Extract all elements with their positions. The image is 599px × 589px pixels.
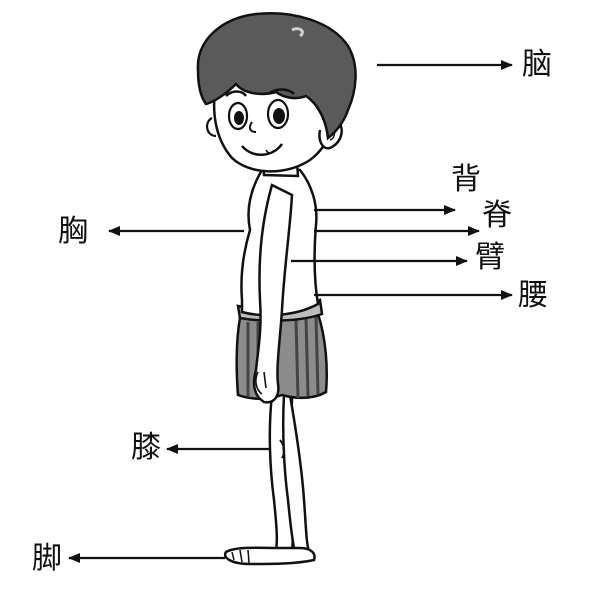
hair <box>196 12 357 141</box>
smile <box>241 143 284 156</box>
label-spine: 脊 <box>482 198 512 233</box>
label-back: 背 <box>451 162 481 197</box>
arrows <box>68 60 513 563</box>
arm <box>252 183 294 404</box>
feet <box>223 546 316 566</box>
label-foot: 脚 <box>32 541 62 576</box>
label-waist: 腰 <box>518 278 548 313</box>
legs <box>268 393 312 560</box>
face <box>225 88 295 156</box>
label-brain: 脑 <box>522 47 552 82</box>
label-chest: 胸 <box>58 214 88 249</box>
label-arm: 臂 <box>475 240 505 275</box>
label-knee: 膝 <box>131 430 161 465</box>
